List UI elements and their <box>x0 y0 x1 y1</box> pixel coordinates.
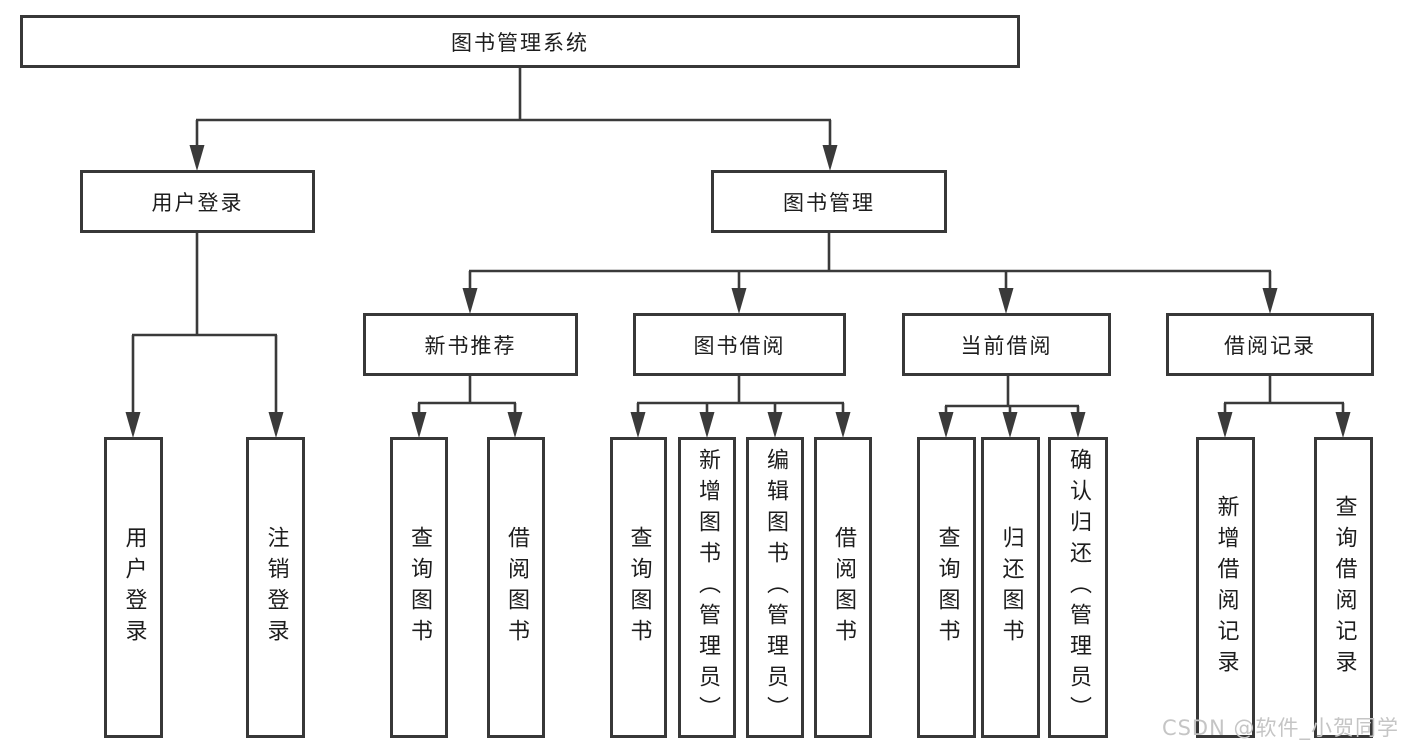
connector-root-to-level2 <box>189 68 838 171</box>
node-book-borrow: 图书借阅 <box>633 313 846 376</box>
node-new-book-rec-label: 新书推荐 <box>424 333 517 358</box>
arrowhead-icon <box>699 412 715 438</box>
leaf-edit-book: 编辑图书（管理员） <box>746 437 804 738</box>
leaf-query-book-a: 查询图书 <box>390 437 448 738</box>
arrowhead-icon <box>767 412 783 438</box>
leaf-query-record-label: 查询借阅记录 <box>1331 494 1357 681</box>
leaf-query-book-c-label: 查询图书 <box>934 525 960 650</box>
node-book-mgmt-label: 图书管理 <box>783 190 875 215</box>
arrowhead-icon <box>630 412 646 438</box>
node-book-borrow-label: 图书借阅 <box>693 333 786 358</box>
arrowhead-icon <box>411 412 427 438</box>
arrowhead-icon <box>731 288 747 314</box>
leaf-add-book: 新增图书（管理员） <box>678 437 736 738</box>
arrowhead-icon <box>998 288 1014 314</box>
connector-user-login-to-leaves <box>125 233 284 438</box>
leaf-query-book-c: 查询图书 <box>917 437 976 738</box>
connector-book-mgmt-to-level3 <box>462 233 1278 314</box>
arrowhead-icon <box>125 412 141 438</box>
arrowhead-icon <box>189 145 205 171</box>
leaf-user-login-label: 用户登录 <box>121 525 147 650</box>
arrowhead-icon <box>268 412 284 438</box>
arrowhead-icon <box>1217 412 1233 438</box>
node-user-login-label: 用户登录 <box>151 190 244 215</box>
leaf-logout-label: 注销登录 <box>263 525 289 650</box>
node-borrow-records-label: 借阅记录 <box>1224 333 1316 358</box>
connector-new-book-rec-to-leaves <box>411 376 523 438</box>
leaf-logout: 注销登录 <box>246 437 305 738</box>
arrowhead-icon <box>1002 412 1018 438</box>
arrowhead-icon <box>507 412 523 438</box>
node-new-book-rec: 新书推荐 <box>363 313 578 376</box>
node-current-borrow: 当前借阅 <box>902 313 1111 376</box>
arrowhead-icon <box>462 288 478 314</box>
leaf-edit-book-label: 编辑图书（管理员） <box>763 448 788 727</box>
node-root-label: 图书管理系统 <box>451 30 589 55</box>
leaf-query-book-a-label: 查询图书 <box>407 525 432 650</box>
leaf-query-book-b-label: 查询图书 <box>626 525 652 650</box>
node-book-mgmt: 图书管理 <box>711 170 947 233</box>
arrowhead-icon <box>822 145 838 171</box>
leaf-query-book-b: 查询图书 <box>610 437 667 738</box>
leaf-borrow-book-b-label: 借阅图书 <box>831 525 856 650</box>
node-current-borrow-label: 当前借阅 <box>960 333 1053 358</box>
leaf-confirm-return: 确认归还（管理员） <box>1048 437 1108 738</box>
leaf-query-record: 查询借阅记录 <box>1314 437 1373 738</box>
connector-book-borrow-to-leaves <box>630 376 851 438</box>
leaf-borrow-book-a-label: 借阅图书 <box>504 525 529 650</box>
csdn-watermark: CSDN @软件_小贺同学 <box>1161 716 1399 740</box>
node-user-login: 用户登录 <box>80 170 315 233</box>
node-borrow-records: 借阅记录 <box>1166 313 1374 376</box>
arrowhead-icon <box>835 412 851 438</box>
node-root: 图书管理系统 <box>20 15 1020 68</box>
arrowhead-icon <box>1335 412 1351 438</box>
arrowhead-icon <box>938 412 954 438</box>
leaf-borrow-book-b: 借阅图书 <box>814 437 872 738</box>
leaf-add-record-label: 新增借阅记录 <box>1213 494 1239 681</box>
leaf-return-book: 归还图书 <box>981 437 1040 738</box>
connector-current-borrow-to-leaves <box>938 376 1086 438</box>
leaf-user-login: 用户登录 <box>104 437 163 738</box>
connector-borrow-records-to-leaves <box>1217 376 1351 438</box>
leaf-confirm-return-label: 确认归还（管理员） <box>1066 448 1091 727</box>
arrowhead-icon <box>1262 288 1278 314</box>
leaf-borrow-book-a: 借阅图书 <box>487 437 545 738</box>
arrowhead-icon <box>1070 412 1086 438</box>
leaf-return-book-label: 归还图书 <box>998 525 1024 650</box>
leaf-add-book-label: 新增图书（管理员） <box>695 448 720 727</box>
leaf-add-record: 新增借阅记录 <box>1196 437 1255 738</box>
